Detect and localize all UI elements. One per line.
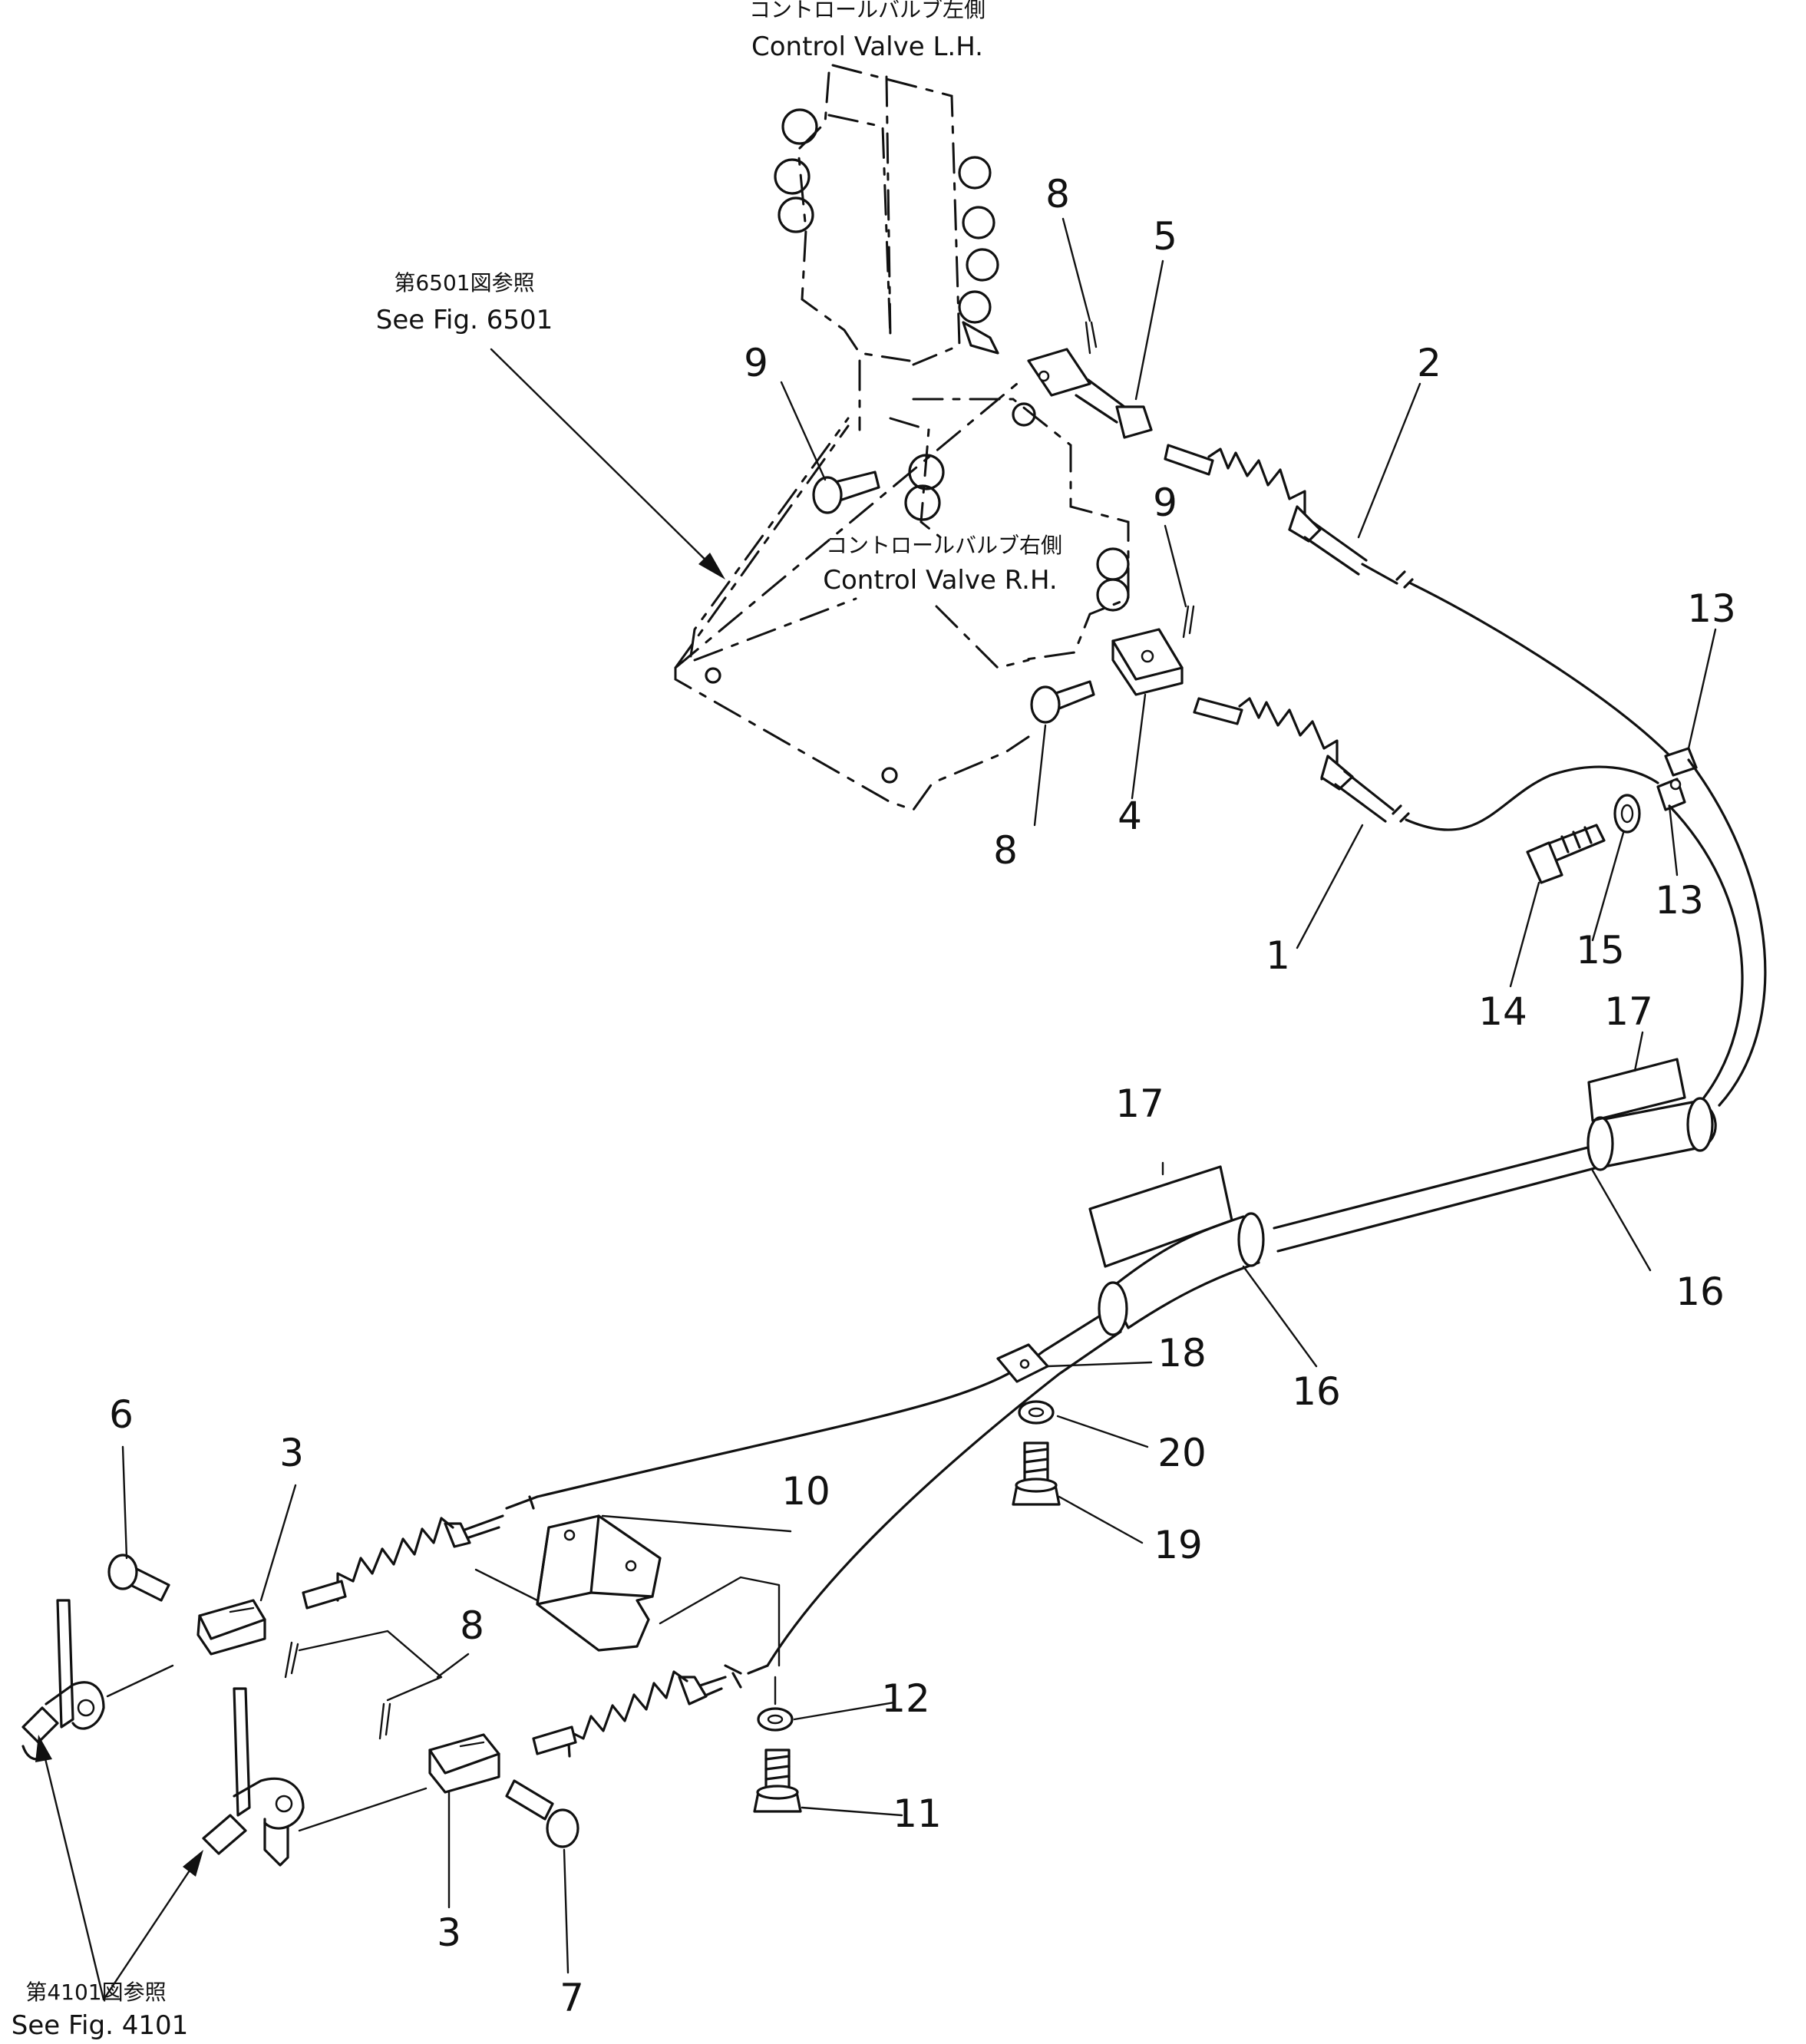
callout-1: 1 [1266,933,1290,978]
control-valve-rh [889,398,1130,669]
caption-control-valve-rh: コントロールバルブ右側 Control Valve R.H. [823,533,1062,596]
band-17-right [1587,1058,1686,1122]
caption-fig6501-en: See Fig. 6501 [376,305,553,335]
callout-12: 12 [881,1676,930,1721]
caption-valve-rh-jp: コントロールバルブ右側 [826,533,1062,558]
callout-7: 8 [460,1603,484,1648]
callout-9-upper: 8 [1045,172,1070,216]
callout-11: 11 [893,1791,942,1836]
caption-see-fig-4101: 第4101図参照 See Fig. 4101 [12,1980,188,2041]
cable-end-lower-lower [532,1664,769,1758]
cable-1 [1193,697,1659,831]
callout-8-lower: 8 [993,828,1018,873]
caption-control-valve-lh: コントロールバルブ左側 Control Valve L.H. [749,0,986,62]
yoke-4 [1111,628,1184,696]
caption-valve-lh-en: Control Valve L.H. [751,31,983,62]
cotter-pin-9-lower [1182,605,1195,639]
protector-16-right [1586,1097,1717,1171]
callout-3-upper: 3 [279,1431,304,1475]
callout-numbers: 8 5 2 9 9 4 8 1 13 13 14 15 17 16 17 16 … [109,172,1736,2020]
cotter-pin-7 [284,1630,443,1740]
cable-2 [1164,444,1682,769]
caption-see-fig-6501: 第6501図参照 See Fig. 6501 [376,270,553,335]
pin-8-lower [1030,680,1095,724]
callout-5: 5 [1153,214,1177,259]
bracket-10 [474,1514,781,1706]
callout-17-right: 17 [1604,989,1653,1034]
caption-valve-lh-jp: コントロールバルブ左側 [749,0,986,22]
lever-lower [202,1687,428,1867]
cable-bundle [536,758,1767,1667]
yoke-5 [1027,348,1153,439]
yoke-3-upper [196,1599,266,1656]
callout-16-left: 16 [1292,1369,1341,1414]
washer-15 [1613,794,1641,834]
callout-3-lower: 3 [437,1910,461,1955]
bolt-14 [1526,824,1606,884]
bolt-11 [753,1748,802,1813]
callout-13-upper: 13 [1687,586,1736,631]
washer-12 [757,1707,794,1732]
pin-6-lower [505,1779,579,1848]
callout-6-lower: 7 [560,1976,584,2020]
callout-14: 14 [1478,989,1527,1034]
callout-leaders [121,217,1717,1974]
control-valve-lh [774,64,999,431]
clamp-13 [1656,747,1698,811]
caption-fig6501-jp: 第6501図参照 [394,270,534,296]
pin-8-upper [812,471,880,514]
caption-fig4101-jp: 第4101図参照 [25,1980,166,2005]
pin-6-upper [107,1554,170,1602]
valve-mount-plate [674,382,1030,811]
caption-fig4101-en: See Fig. 4101 [12,2010,188,2041]
band-17-left [1088,1165,1233,1268]
fig6501-leader-arrow [490,348,725,580]
callout-4: 4 [1118,794,1142,838]
callout-17-left: 17 [1115,1081,1164,1126]
fig4101-leader-arrows [35,1735,203,2001]
bolt-19 [1012,1441,1061,1506]
callout-9-lower: 9 [1153,480,1177,525]
protector-16-left [1098,1212,1265,1336]
lever-upper [21,1599,174,1761]
yoke-3-lower [428,1733,500,1794]
callout-13-lower: 13 [1655,878,1704,923]
caption-valve-rh-en: Control Valve R.H. [823,565,1057,596]
cable-end-lower-upper [302,1495,539,1610]
washer-20 [1018,1400,1055,1425]
callout-15: 15 [1576,928,1625,972]
callout-8-upper: 9 [744,341,768,385]
callout-19: 19 [1154,1523,1203,1567]
callout-20: 20 [1157,1431,1207,1475]
callout-16-right: 16 [1676,1270,1725,1314]
cotter-pin-9-upper [1085,321,1098,355]
callout-10: 10 [781,1469,830,1514]
callout-2: 2 [1417,341,1441,385]
callout-18: 18 [1157,1331,1207,1375]
callout-6-upper: 6 [109,1392,134,1437]
